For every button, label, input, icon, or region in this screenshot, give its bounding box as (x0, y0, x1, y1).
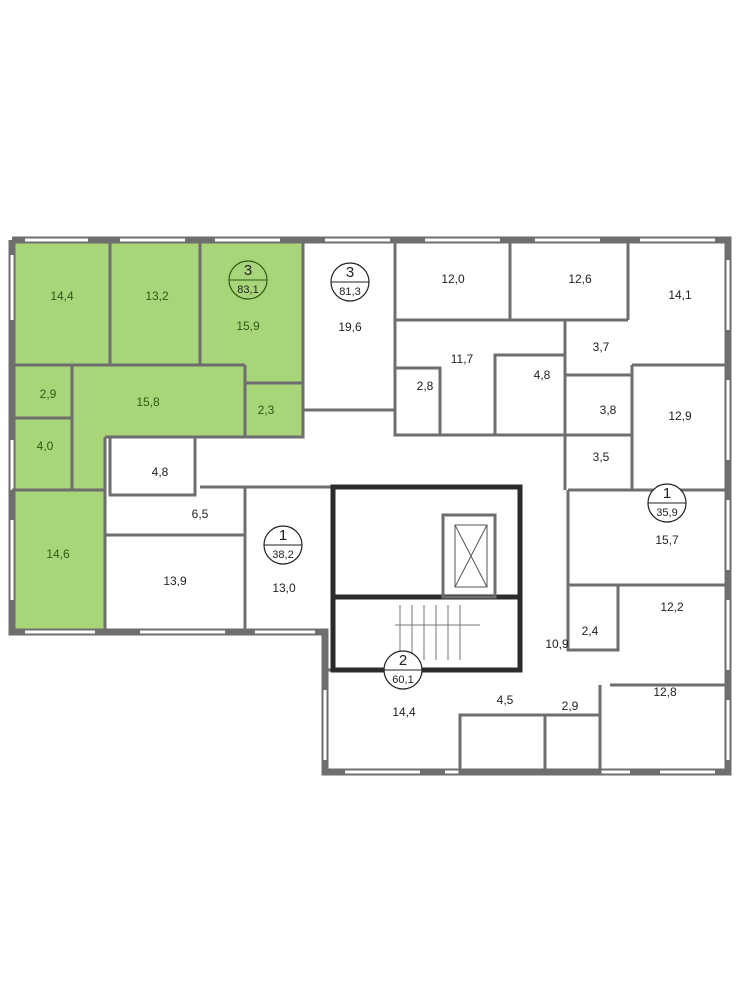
total-area: 83,1 (237, 284, 258, 296)
room-area: 19,6 (338, 320, 362, 334)
room-area: 11,7 (451, 352, 474, 366)
stairs-icon (395, 605, 480, 660)
rooms-count: 3 (346, 264, 354, 281)
room-area: 12,8 (653, 685, 677, 699)
room-area: 12,2 (660, 600, 684, 614)
room-area: 2,9 (562, 699, 579, 713)
apartment-badge[interactable]: 3 81,3 (330, 262, 370, 302)
outer-wall (8, 236, 732, 776)
room-area: 15,7 (655, 533, 679, 547)
room-area: 14,1 (668, 288, 692, 302)
rooms-count: 2 (399, 652, 407, 669)
apartment-badge[interactable]: 1 35,9 (647, 483, 687, 523)
room-area: 6,5 (192, 507, 209, 521)
rooms-count: 3 (244, 262, 252, 279)
total-area: 35,9 (656, 507, 677, 519)
room-area: 3,8 (600, 403, 617, 417)
room-area: 15,9 (236, 319, 260, 333)
rooms-count: 1 (663, 485, 671, 502)
total-area: 60,1 (392, 674, 413, 686)
apartment-badge[interactable]: 3 83,1 (228, 260, 268, 300)
room-area: 2,9 (40, 387, 57, 401)
room-area: 2,3 (258, 403, 275, 417)
room-area: 13,2 (145, 289, 169, 303)
room-area: 10,9 (545, 637, 569, 651)
rooms-count: 1 (279, 527, 287, 544)
room-area: 12,0 (441, 272, 465, 286)
room-area: 14,4 (392, 705, 416, 719)
room-area: 4,5 (497, 693, 514, 707)
room-area: 3,5 (593, 450, 610, 464)
elevator-icon (454, 524, 488, 588)
apartment-badge[interactable]: 1 38,2 (263, 525, 303, 565)
apartment-badge[interactable]: 2 60,1 (383, 650, 423, 690)
building-core (330, 484, 523, 673)
room-area: 2,8 (417, 379, 434, 393)
room-labels: 14,4 13,2 15,9 2,9 15,8 2,3 4,0 14,6 19,… (37, 272, 692, 719)
room-area: 12,9 (668, 409, 692, 423)
total-area: 81,3 (339, 286, 360, 298)
total-area: 38,2 (272, 549, 293, 561)
room-area: 14,6 (46, 547, 70, 561)
room-area: 4,8 (534, 368, 551, 382)
room-area: 13,9 (163, 574, 187, 588)
room-area: 12,6 (568, 272, 592, 286)
room-area: 15,8 (136, 395, 160, 409)
room-area: 4,0 (37, 439, 54, 453)
room-area: 13,0 (272, 581, 296, 595)
inner-walls (12, 240, 728, 774)
room-area: 2,4 (582, 624, 599, 638)
room-area: 3,7 (593, 340, 610, 354)
room-area: 4,8 (152, 465, 169, 479)
room-area: 14,4 (50, 289, 74, 303)
